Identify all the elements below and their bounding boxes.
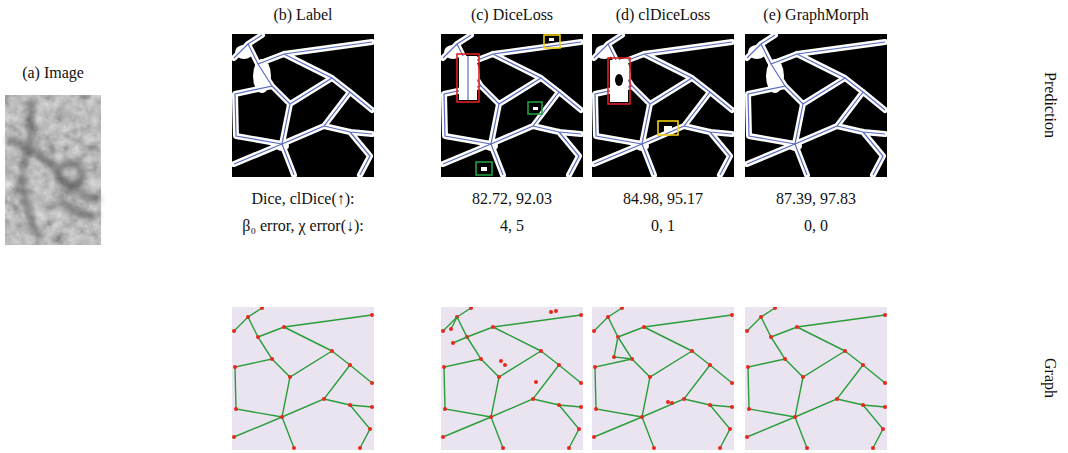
input-image bbox=[5, 95, 101, 245]
metric-value: 82.72, 92.03 bbox=[472, 190, 552, 208]
diceloss-mask bbox=[441, 34, 583, 177]
graphmorph-graph bbox=[745, 307, 887, 450]
graphmorph-mask bbox=[745, 34, 887, 177]
metric-name: β₀ error, χ error(↓): bbox=[242, 217, 363, 235]
diceloss-graph bbox=[441, 307, 583, 450]
metric-value: 0, 1 bbox=[651, 217, 675, 235]
metric-name: Dice, clDice(↑): bbox=[251, 190, 354, 208]
label-mask bbox=[232, 34, 374, 177]
panel-title: (d) clDiceLoss bbox=[616, 6, 711, 24]
row-label: Graph bbox=[1041, 358, 1059, 398]
metric-value: 4, 5 bbox=[500, 217, 524, 235]
metric-value: 87.39, 97.83 bbox=[776, 190, 856, 208]
panel-title: (b) Label bbox=[273, 6, 332, 24]
cldiceloss-mask bbox=[592, 34, 734, 177]
panel-title: (a) Image bbox=[22, 64, 84, 82]
cldiceloss-graph bbox=[592, 307, 734, 450]
metric-value: 0, 0 bbox=[804, 217, 828, 235]
label-graph bbox=[232, 307, 374, 450]
row-label: Prediction bbox=[1041, 72, 1059, 138]
panel-title: (e) GraphMorph bbox=[763, 6, 868, 24]
panel-title: (c) DiceLoss bbox=[471, 6, 553, 24]
metric-value: 84.98, 95.17 bbox=[623, 190, 703, 208]
